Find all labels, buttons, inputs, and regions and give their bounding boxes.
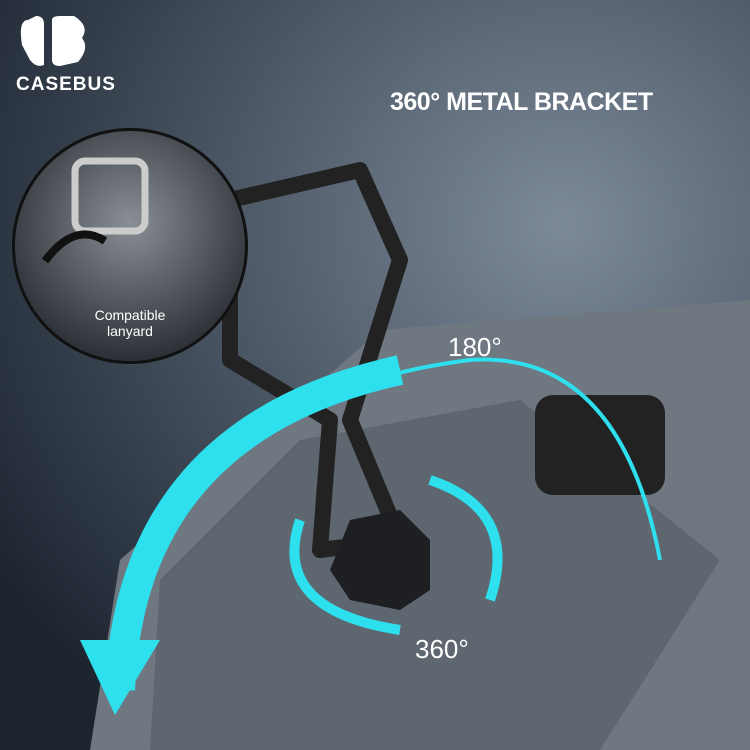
arrow-360-left-icon <box>289 518 401 635</box>
rotating-ring-base <box>330 510 430 610</box>
headline: 360° METAL BRACKET <box>390 88 653 116</box>
lanyard-detail-inset: Compatible lanyard <box>12 128 248 364</box>
arrow-360-right-icon <box>428 475 503 602</box>
magnetic-plate <box>535 395 665 495</box>
caption-line: Compatible <box>94 307 166 323</box>
lanyard-caption: Compatible lanyard <box>15 307 245 339</box>
angle-360-label: 360° <box>415 634 469 664</box>
caption-line: lanyard <box>107 323 153 339</box>
casebus-logo-icon <box>20 16 44 66</box>
angle-180-label: 180° <box>448 332 502 362</box>
brand-name: CASEBUS <box>16 74 116 95</box>
arrow-180-icon <box>105 355 404 691</box>
